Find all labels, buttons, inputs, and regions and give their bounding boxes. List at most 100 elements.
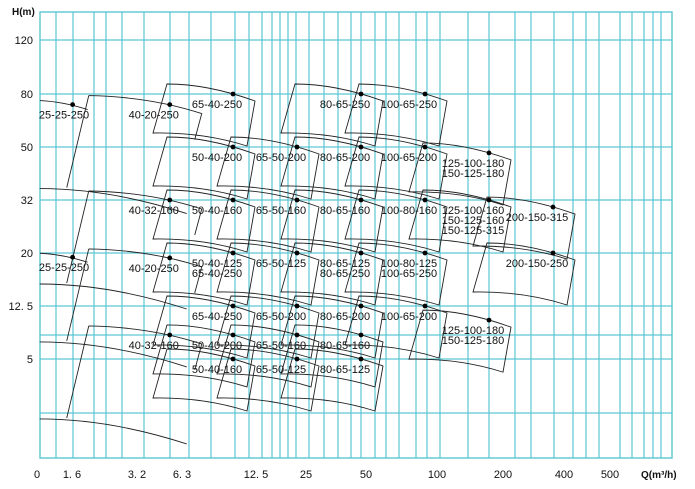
- pump-curve: [280, 136, 384, 200]
- pump-curve: [216, 136, 320, 200]
- pump-region-65-50-125: 65-50-125: [216, 348, 320, 412]
- pump-model-label: 65-40-250: [192, 311, 242, 323]
- rated-point: [358, 197, 364, 203]
- rated-point: [294, 144, 300, 150]
- pump-region-80-65-160: 80-65-160: [280, 189, 384, 253]
- pump-curve: [39, 325, 203, 445]
- pump-model-label: 65-50-125: [256, 258, 306, 270]
- pump-region-50-40-160: 50-40-160: [152, 189, 256, 253]
- y-axis-title: H(m): [12, 7, 35, 18]
- pump-model-label: 100-80-160: [381, 205, 437, 217]
- pump-curve: [344, 242, 448, 306]
- pump-model-label: 65-50-160: [256, 340, 306, 352]
- y-tick-label: 120: [15, 35, 33, 47]
- pump-region-50-40-200: 50-40-200: [152, 136, 256, 200]
- pump-curve: [344, 83, 448, 147]
- pump-curve: [280, 295, 384, 359]
- pump-region-100-65-200: 100-65-200: [344, 136, 448, 200]
- x-tick-label: 400: [555, 469, 573, 481]
- pump-curve: [216, 295, 320, 359]
- x-tick-label: 25: [300, 469, 312, 481]
- pump-region-65-40-250: 65-40-250: [152, 83, 256, 147]
- pump-region-65-50-200: 65-50-200: [216, 295, 320, 359]
- pump-region-100-65-200: 100-65-200: [344, 295, 448, 359]
- x-tick-label: 6. 3: [173, 469, 191, 481]
- pump-curve: [280, 242, 384, 306]
- rated-point: [70, 102, 75, 107]
- pump-region-80-65-250: 80-65-250: [280, 83, 384, 147]
- pump-model-label: 65-50-160: [256, 205, 306, 217]
- pump-curve: [152, 324, 256, 388]
- pump-region-65-50-200: 65-50-200: [216, 136, 320, 200]
- pump-model-label: 150-125-180: [442, 168, 504, 180]
- pump-model-label: 80-65-200: [320, 152, 370, 164]
- pump-curve: [408, 142, 512, 206]
- rated-point: [230, 91, 236, 97]
- rated-point: [230, 356, 236, 362]
- y-tick-label: 20: [21, 248, 33, 260]
- rated-point: [358, 144, 364, 150]
- x-tick-label: 12. 5: [244, 469, 268, 481]
- rated-point: [550, 204, 556, 210]
- pump-region-100-65-250: 100-65-250: [344, 83, 448, 147]
- pump-model-label: 100-65-250: [381, 99, 437, 111]
- rated-point: [486, 197, 492, 203]
- rated-point: [230, 332, 236, 338]
- x-tick-label: 100: [428, 469, 446, 481]
- rated-point: [230, 144, 236, 150]
- y-tick-label: 12. 5: [9, 301, 33, 313]
- pump-model-label: 40-32-160: [129, 340, 179, 352]
- y-tick-label: 5: [27, 354, 33, 366]
- pump-curve: [39, 190, 203, 310]
- pump-model-label: 50-40-200: [192, 152, 242, 164]
- rated-point: [167, 332, 173, 338]
- rated-point: [167, 102, 173, 107]
- pump-curve: [280, 189, 384, 253]
- x-tick-label: 0: [34, 469, 40, 481]
- pump-curve: [152, 83, 256, 147]
- pump-model-label: 65-40-250: [192, 268, 242, 280]
- pump-region-65-50-125: 65-50-125: [216, 242, 320, 306]
- pump-curve: [472, 196, 576, 260]
- pump-model-label: 65-50-200: [256, 152, 306, 164]
- rated-point: [358, 332, 364, 338]
- pump-region-80-65-200: 80-65-200: [280, 295, 384, 359]
- pump-model-label: 125-100-160: [442, 205, 504, 217]
- x-tick-label: 1. 6: [63, 469, 81, 481]
- pump-curve: [39, 95, 203, 215]
- pump-curve: [152, 136, 256, 200]
- pump-curve: [39, 248, 203, 368]
- rated-point: [294, 197, 300, 203]
- pump-model-label: 150-125-180: [442, 335, 504, 347]
- pump-curve: [344, 189, 448, 253]
- rated-point: [230, 303, 236, 309]
- plot-frame: [39, 11, 673, 459]
- pump-region-40-20-250: 40-20-250: [39, 248, 203, 368]
- y-tick-label: 32: [21, 195, 33, 207]
- rated-point: [550, 250, 556, 256]
- rated-point: [422, 144, 428, 150]
- pump-region-100-80-160: 100-80-160: [344, 189, 448, 253]
- pump-region-25-25-250: 25-25-250: [39, 100, 89, 122]
- pump-curve: [472, 242, 576, 306]
- pump-region-80-65-160: 80-65-160: [280, 324, 384, 388]
- pump-model-label: 100-65-200: [381, 152, 437, 164]
- pump-region-65-50-160: 65-50-160: [216, 189, 320, 253]
- y-tick-label: 50: [21, 142, 33, 154]
- pump-model-label: 50-40-160: [192, 364, 242, 376]
- pump-region-80-65-125: 80-65-125: [280, 348, 384, 412]
- rated-point: [422, 303, 428, 309]
- rated-point: [294, 356, 300, 362]
- pump-curve: [216, 189, 320, 253]
- pump-region-200-150-250: 200-150-250: [472, 242, 576, 306]
- pump-curve: [280, 348, 384, 412]
- pump-region-65-40-250: 65-40-250: [152, 295, 256, 359]
- pump-model-label: 40-20-250: [129, 110, 179, 122]
